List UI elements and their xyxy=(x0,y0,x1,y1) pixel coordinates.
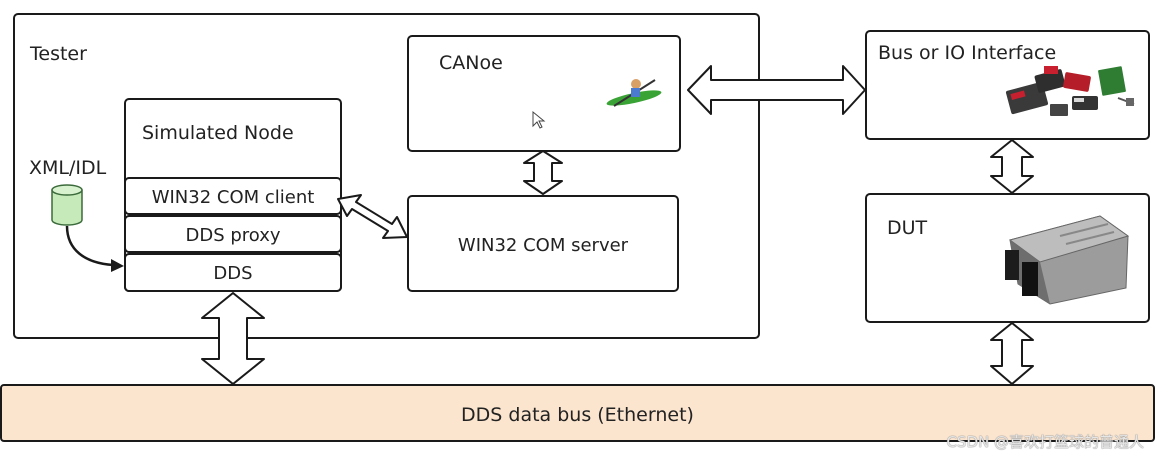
dds-layer: DDS xyxy=(124,253,342,292)
com-client-layer: WIN32 COM client xyxy=(124,177,342,215)
dds-data-bus: DDS data bus (Ethernet) xyxy=(0,384,1155,442)
busif-dut-arrow xyxy=(990,139,1034,194)
dut-box: DUT xyxy=(865,193,1150,323)
com-client-label: WIN32 COM client xyxy=(151,187,315,208)
dut-bus-arrow xyxy=(990,322,1034,385)
com-server-box: WIN32 COM server xyxy=(407,195,679,292)
dds-proxy-label: DDS proxy xyxy=(185,225,281,246)
dut-label: DUT xyxy=(887,217,928,239)
dds-data-bus-label: DDS data bus (Ethernet) xyxy=(461,404,694,426)
tester-label: Tester xyxy=(30,43,87,65)
dds-proxy-layer: DDS proxy xyxy=(124,215,342,253)
canoe-label: CANoe xyxy=(439,52,503,74)
xml-idl-label: XML/IDL xyxy=(29,157,107,179)
canoe-box: CANoe xyxy=(407,35,681,152)
bus-io-interface-label: Bus or IO Interface xyxy=(878,42,1057,64)
bus-io-interface-box: Bus or IO Interface xyxy=(865,30,1150,140)
dds-layer-label: DDS xyxy=(213,263,253,284)
simulated-node-title: Simulated Node xyxy=(142,122,294,144)
com-server-label: WIN32 COM server xyxy=(457,235,629,256)
watermark: CSDN @喜欢打篮球的普通人 xyxy=(946,433,1144,451)
